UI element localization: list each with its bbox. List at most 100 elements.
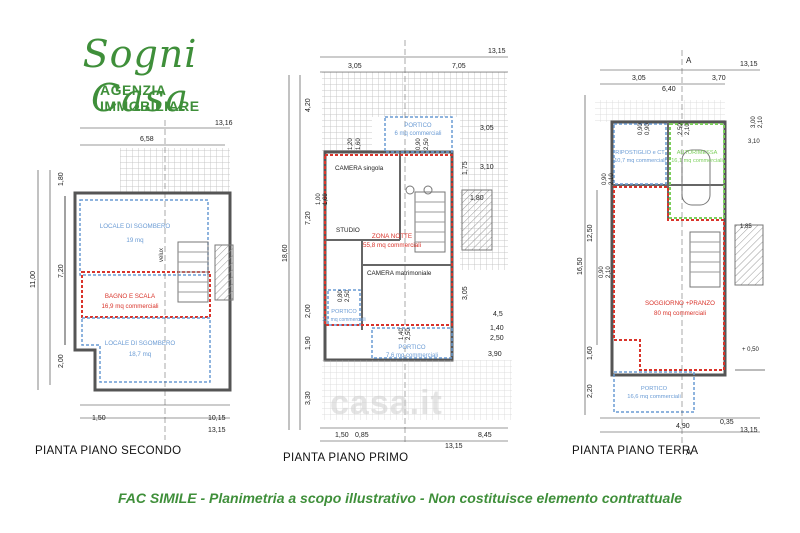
plan-primo: 13,15 3,05 7,05 1,50 0,85 8,45 13,15 4,2… [282, 40, 512, 450]
dim-label: 2,00 [305, 304, 312, 318]
dim-label: 2,00 [58, 354, 65, 368]
room-area: 18,7 mq [129, 351, 152, 358]
dim-label: 7,05 [452, 63, 466, 70]
stairs [414, 189, 493, 253]
stairs [177, 241, 234, 303]
room-outline-blue [81, 317, 211, 383]
velux-label: velux [159, 248, 165, 262]
room-name: RIPOSTIGLIO e CT [615, 150, 665, 156]
room-area: 16,9 mq commerciali [101, 303, 158, 310]
outer-walls [323, 150, 454, 362]
dim-label: 16,50 [577, 257, 584, 275]
dim-label: 3,05 [632, 75, 646, 82]
dim-label: 1,60 [356, 138, 362, 150]
room-name: CAMERA matrimoniale [367, 270, 432, 277]
room-area: 7,6 mq commerciali [386, 353, 438, 359]
room-area: 16,1 mq commerciali [671, 158, 723, 164]
dim-label: 1,60 [587, 346, 594, 360]
logo-name: Sogni Casa [82, 32, 198, 120]
caption-piano-secondo: PIANTA PIANO SECONDO [35, 445, 182, 457]
dim-label: 3,05 [348, 63, 362, 70]
dim-label: 13,15 [208, 427, 226, 434]
room-area: 19 mq [126, 237, 144, 244]
room-area: 16,6 mq commerciali [627, 394, 680, 400]
dim-label: 1,50 [335, 432, 349, 439]
room-name: LOCALE DI SGOMBERO [100, 223, 171, 230]
dim-label: 0,90 [638, 123, 644, 135]
dim-label: 10,15 [208, 415, 226, 422]
dim-label: 3,00 [751, 116, 757, 128]
dim-label: 1,50 [92, 415, 106, 422]
dim-label: 2,20 [587, 384, 594, 398]
dim-label: 7,20 [58, 264, 65, 278]
dim-label: 1,20 [348, 138, 354, 150]
dim-label: 13,16 [215, 120, 233, 127]
dim-label: 0,90 [599, 266, 605, 278]
dim-label: 1,75 [462, 161, 469, 175]
room-outline-blue [79, 199, 209, 276]
caption-piano-primo: PIANTA PIANO PRIMO [283, 452, 409, 464]
dim-label: 1,40 [399, 328, 405, 340]
dim-label: 4,20 [305, 98, 312, 112]
dim-label: 18,60 [282, 244, 289, 262]
dim-label: 8,45 [478, 432, 492, 439]
room-name: PORTICO [641, 386, 668, 392]
dim-label: 2,50 [406, 328, 412, 340]
room-area: 6 mq commerciali [394, 131, 441, 137]
roof-area [120, 148, 230, 193]
room-name: BAGNO E SCALA [105, 293, 156, 300]
dim-label: 3,05 [462, 286, 469, 300]
plan-secondo: 13,16 6,58 1,50 10,15 13,15 1,80 7,20 2,… [30, 120, 234, 440]
dim-label: 2,50 [424, 138, 430, 150]
room-area: 80 mq commerciali [654, 310, 706, 317]
dim-label: 0,35 [720, 419, 734, 426]
section-label: A [686, 56, 692, 65]
dim-label: 1,60 [323, 193, 329, 205]
dim-label: 2,10 [606, 266, 612, 278]
room-area: 10,7 mq commerciali [614, 158, 666, 164]
dim-label: 1,00 [316, 193, 322, 205]
roof-area [322, 72, 507, 117]
dim-label: 4,5 [493, 311, 503, 318]
dim-label: 3,90 [488, 351, 502, 358]
room-outline-red [81, 271, 211, 318]
dim-label: 2,10 [685, 123, 691, 135]
room-name: SOGGIORNO +PRANZO [645, 300, 715, 307]
dim-label: + 0,50 [742, 347, 760, 353]
stairs [689, 224, 764, 288]
dim-label: 2,10 [609, 173, 615, 185]
room-name: LOCALE DI SGOMBERO [105, 340, 176, 347]
dim-label: 0,85 [355, 432, 369, 439]
dim-label: 3,05 [480, 125, 494, 132]
dim-label: 6,40 [662, 86, 676, 93]
room-name: PORTICO [331, 309, 357, 315]
dim-label: 0,80 [338, 290, 344, 302]
dim-label: 13,15 [740, 427, 758, 434]
plan-terra: A A 13,15 3,05 6,40 3,70 4,90 0,35 13,15… [577, 50, 765, 457]
disclaimer-footer: FAC SIMILE - Planimetria a scopo illustr… [118, 490, 682, 506]
roof-area [322, 115, 372, 155]
dim-label: 0,90 [602, 173, 608, 185]
dim-label: 1,40 [490, 325, 504, 332]
dim-label: 0,90 [416, 138, 422, 150]
room-name: STUDIO [336, 227, 360, 234]
dim-label: 13,15 [445, 443, 463, 450]
dim-label: 3,70 [712, 75, 726, 82]
room-name: ZONA NOTTE [372, 233, 412, 240]
dim-label: 1,80 [470, 195, 484, 202]
dim-label: 2,50 [490, 335, 504, 342]
outer-walls [610, 120, 727, 377]
dim-label: 2,50 [678, 123, 684, 135]
caption-piano-terra: PIANTA PIANO TERRA [572, 445, 699, 457]
dim-label: 7,20 [305, 211, 312, 225]
dim-label: 3,30 [305, 391, 312, 405]
room-name: AUTORIMESSA [677, 150, 718, 156]
section-label: A [686, 448, 692, 457]
room-area: 2,7 mq commerciali [322, 317, 365, 323]
logo-subtitle: AGENZIA IMMOBILIARE [100, 82, 200, 114]
dim-label: 3,10 [480, 164, 494, 171]
room-area: 55,8 mq commerciali [363, 242, 421, 249]
dim-label: 4,90 [676, 423, 690, 430]
dim-label: 11,00 [30, 271, 37, 288]
